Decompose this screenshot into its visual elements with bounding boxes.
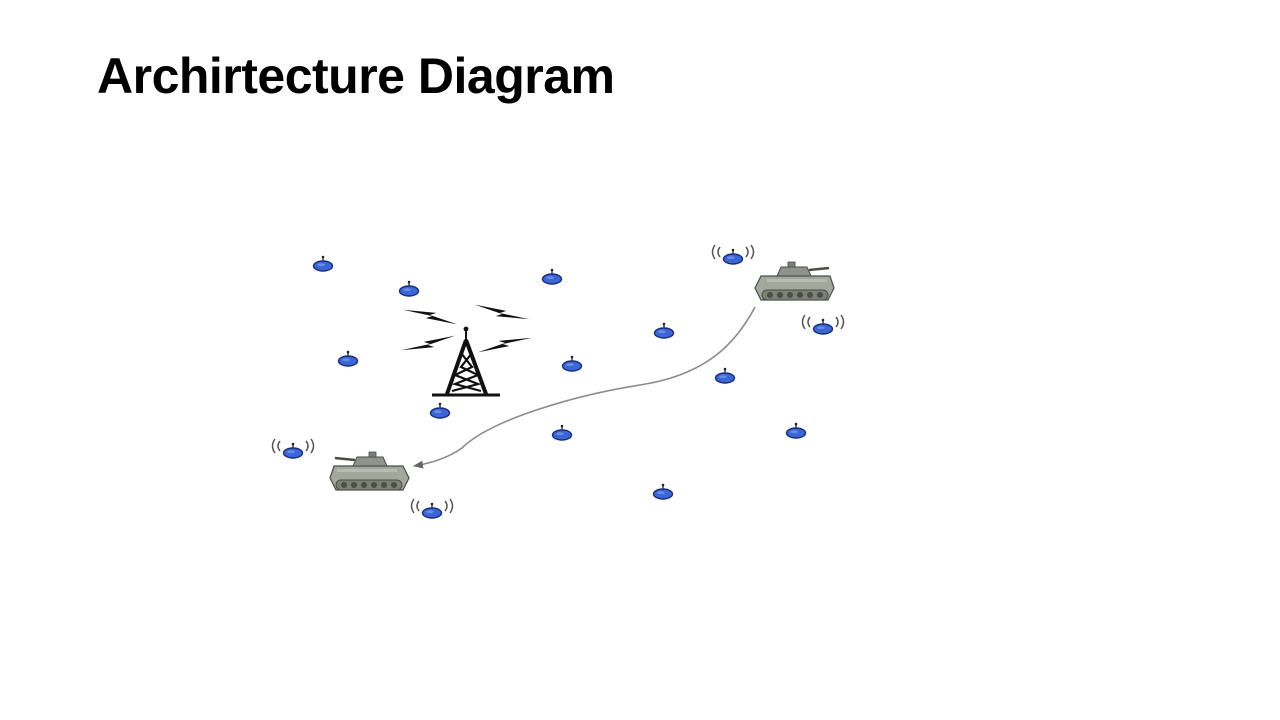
sensor-node-icon [561,355,583,372]
lightning-bolt-icon [474,304,530,320]
sensor-node-icon [337,350,359,367]
sensor-node-icon [714,367,736,384]
sensor-node-icon [312,254,334,272]
tank-icon [328,450,411,492]
slide-title: Archirtecture Diagram [97,48,615,104]
sensor-node-icon [551,424,573,441]
sensor-node-icon [541,268,563,285]
sensor-node-icon [785,422,807,439]
broadcasting-sensor-icon [722,247,744,265]
broadcasting-sensor-icon [812,318,834,335]
lightning-bolt-icon [400,335,456,351]
sensor-node-icon [398,280,420,297]
tank-icon [753,260,836,302]
sensor-node-icon [652,483,674,500]
lightning-bolt-icon [477,337,533,353]
radio-tower-icon [432,326,500,397]
broadcasting-sensor-icon [282,442,304,459]
vehicle-route-path [413,306,756,469]
lightning-bolt-icon [402,309,458,325]
sensor-node-icon [653,322,675,339]
broadcasting-sensor-icon [421,502,443,519]
sensor-node-icon [429,402,451,419]
